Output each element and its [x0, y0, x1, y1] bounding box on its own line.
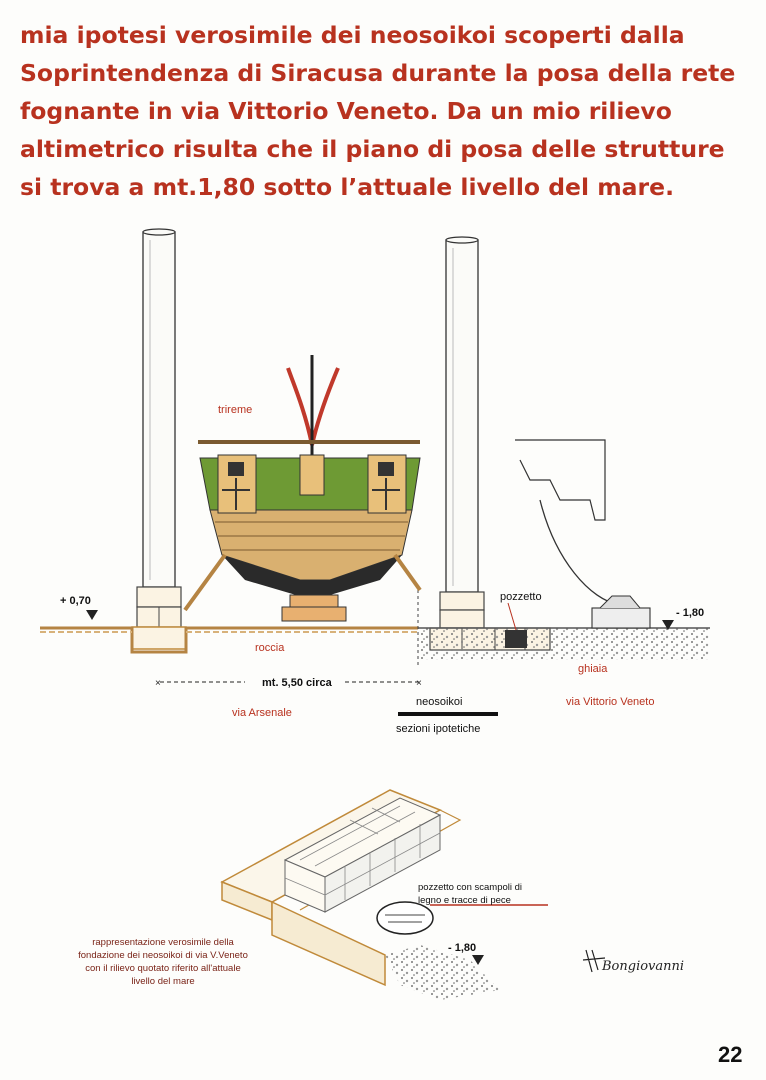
heading-line: mia ipotesi verosimile dei neosoikoi sco…: [20, 21, 685, 49]
label-distance: mt. 5,50 circa: [262, 677, 333, 689]
trireme-ship: [183, 355, 422, 622]
heading-line: si trova a mt.1,80 sotto l’attuale livel…: [20, 173, 674, 201]
detail-caption-line: livello del mare: [131, 976, 194, 987]
author-signature: Bongiovanni: [582, 949, 684, 974]
neosoikoi-bar: [398, 712, 498, 716]
heading-line: Soprintendenza di Siracusa durante la po…: [20, 59, 736, 87]
detail-level: - 1,80: [448, 942, 476, 954]
svg-text:×: ×: [416, 678, 422, 689]
pozzetto-note-line1: pozzetto con scampoli di: [418, 882, 522, 893]
label-trireme: trireme: [218, 404, 252, 416]
level-marker-left: [86, 610, 98, 620]
heading-line: fognante in via Vittorio Veneto. Da un m…: [20, 97, 672, 125]
page-number: 22: [718, 1042, 743, 1067]
label-ghiaia: ghiaia: [578, 663, 608, 675]
right-column: [429, 236, 551, 651]
level-right: - 1,80: [676, 607, 704, 619]
label-roccia: roccia: [255, 642, 285, 654]
heading-line: altimetrico risulta che il piano di posa…: [20, 135, 725, 163]
label-via-arsenale: via Arsenale: [232, 707, 292, 719]
detail-caption-line: rappresentazione verosimile della: [92, 937, 234, 948]
distance-dimension: × ×: [155, 678, 422, 689]
detail-caption-line: con il rilievo quotato riferito all'attu…: [85, 963, 240, 974]
pozzetto-note-line2: legno e tracce di pece: [418, 895, 511, 906]
label-via-vittorio: via Vittorio Veneto: [566, 696, 654, 708]
pozzetto-mark: [505, 602, 527, 648]
gravel-ground: [417, 590, 710, 665]
foundation-detail: pozzetto con scampoli di legno e tracce …: [78, 789, 548, 1000]
left-column: [131, 228, 187, 650]
rock-ground: [40, 626, 418, 654]
detail-caption-line: fondazione dei neosoikoi di via V.Veneto: [78, 950, 248, 961]
label-pozzetto: pozzetto: [500, 591, 542, 603]
level-left: + 0,70: [60, 595, 91, 607]
section-drawing: × × trireme + 0,70 - 1,80 pozzetto rocci…: [40, 228, 710, 735]
modern-structure: [515, 439, 651, 629]
label-sezioni: sezioni ipotetiche: [396, 723, 480, 735]
svg-text:×: ×: [155, 678, 161, 689]
level-marker-right: [662, 620, 674, 630]
signature-text: Bongiovanni: [601, 959, 684, 974]
label-neosoikoi: neosoikoi: [416, 696, 462, 708]
page-heading: mia ipotesi verosimile dei neosoikoi sco…: [20, 16, 750, 206]
